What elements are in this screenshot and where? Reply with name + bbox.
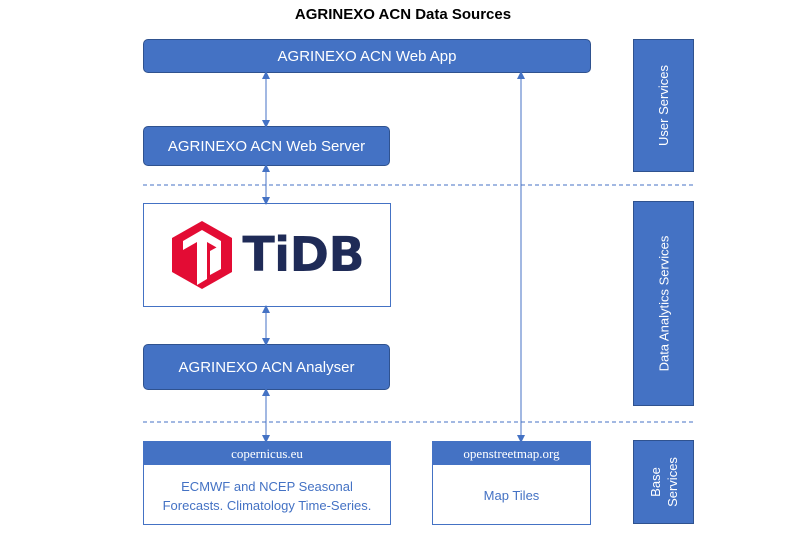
data-analytics-layer: Data Analytics Services: [633, 201, 694, 406]
tidb-box: TiDB: [143, 203, 391, 307]
base-services-layer: Base Services: [633, 440, 694, 524]
copernicus-line-1: ECMWF and NCEP Seasonal: [181, 478, 353, 494]
copernicus-line-2: Forecasts. Climatology Time-Series.: [162, 497, 372, 513]
analyser-box: AGRINEXO ACN Analyser: [143, 344, 390, 390]
tidb-logo-icon: [172, 221, 233, 289]
diagram-title: AGRINEXO ACN Data Sources: [294, 6, 512, 23]
copernicus-header: copernicus.eu: [144, 442, 390, 465]
osm-header: openstreetmap.org: [433, 442, 590, 465]
base-services-label-line-1: Base: [647, 467, 663, 497]
copernicus-description: ECMWF and NCEP Seasonal Forecasts. Clima…: [144, 465, 390, 526]
web-server-box: AGRINEXO ACN Web Server: [143, 126, 390, 166]
user-services-label: User Services: [656, 65, 672, 146]
base-services-label-line-2: Services: [664, 457, 680, 507]
tidb-logo-text: TiDB: [242, 227, 365, 283]
osm-body: Map Tiles: [483, 488, 540, 503]
osm-box: openstreetmap.org Map Tiles: [432, 441, 591, 525]
user-services-layer: User Services: [633, 39, 694, 172]
data-analytics-label: Data Analytics Services: [656, 235, 671, 372]
osm-description: Map Tiles: [433, 465, 590, 526]
web-app-box: AGRINEXO ACN Web App: [143, 39, 591, 73]
copernicus-box: copernicus.eu ECMWF and NCEP Seasonal Fo…: [143, 441, 391, 525]
base-services-label: Base Services: [646, 457, 680, 507]
